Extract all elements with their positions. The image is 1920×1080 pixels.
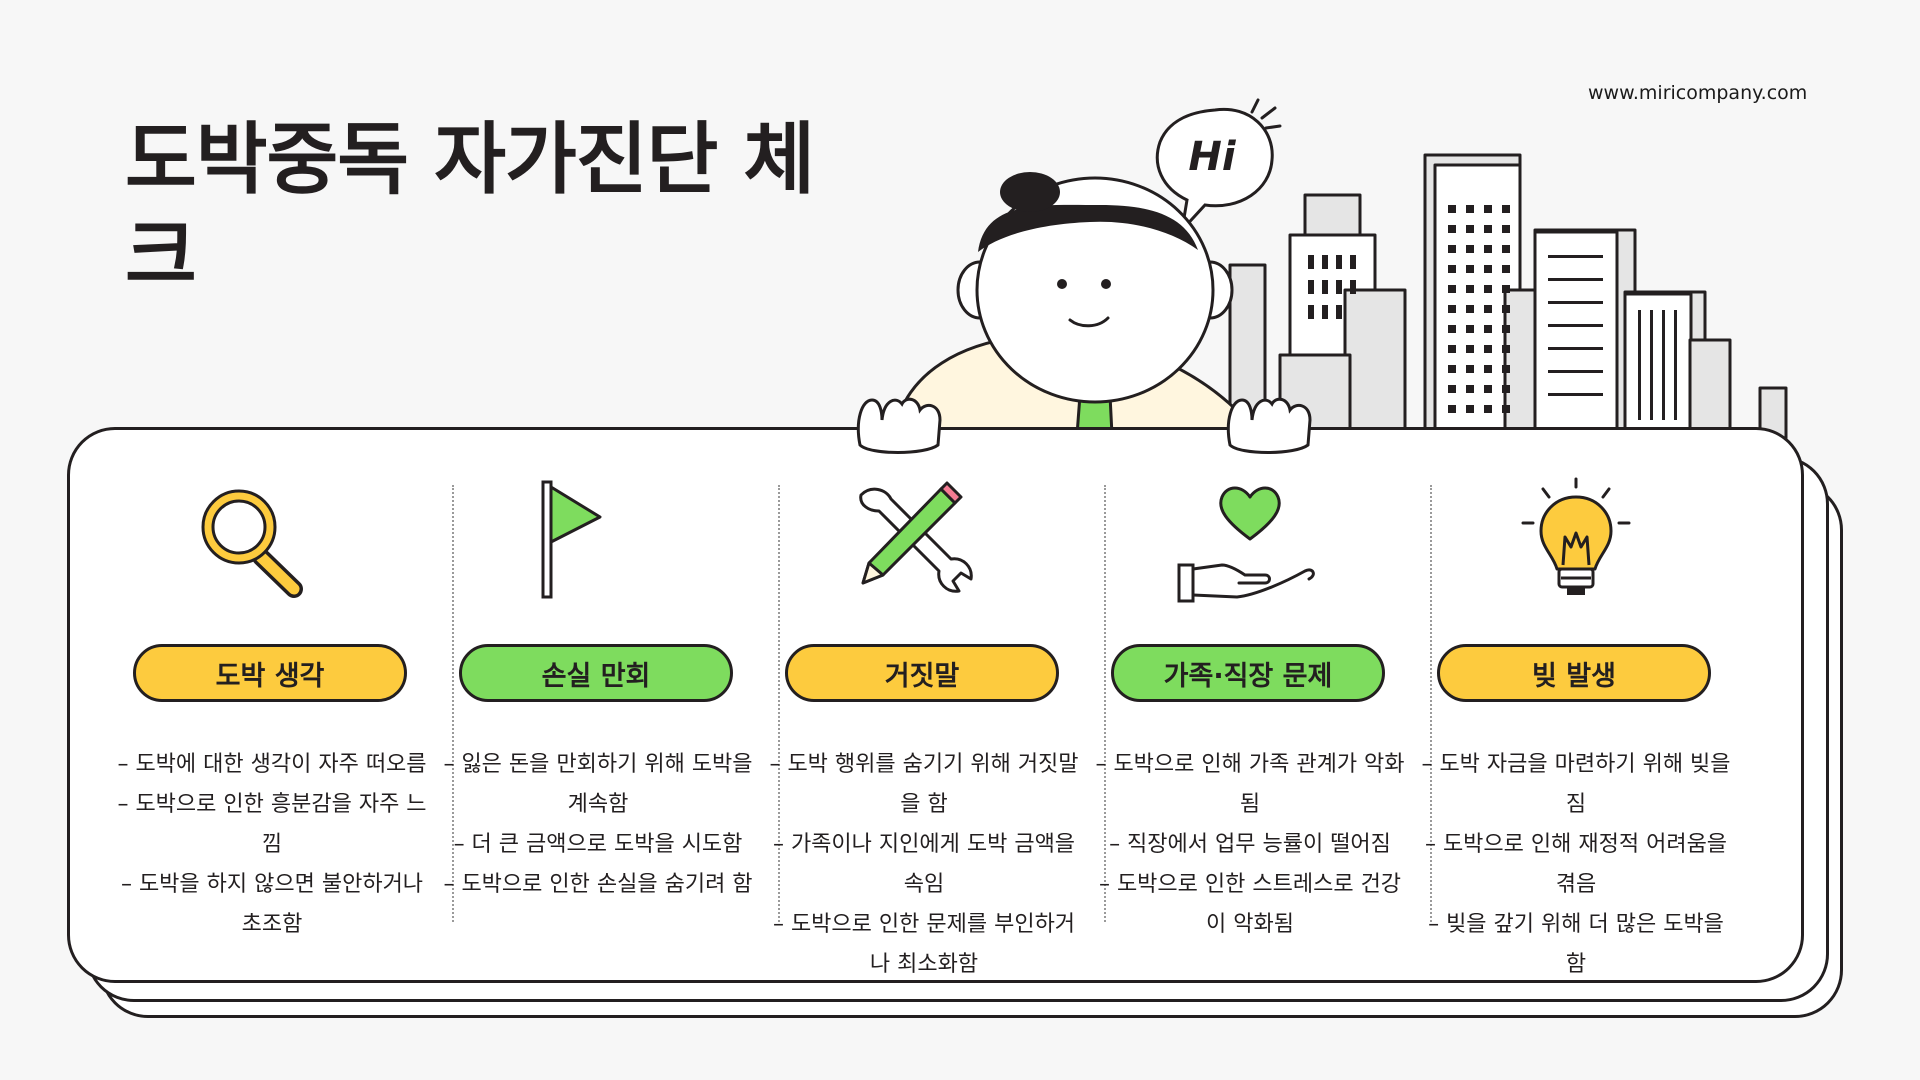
check-item-debt: 빚 발생 – 도박 자금을 마련하기 위해 빚을 짐 – 도박으로 인해 재정적… — [1413, 477, 1739, 997]
website-url[interactable]: www.miricompany.com — [1588, 82, 1808, 104]
item-description-list: – 도박 자금을 마련하기 위해 빚을 짐 – 도박으로 인해 재정적 어려움을… — [1421, 745, 1731, 985]
item-description: – 도박 자금을 마련하기 위해 빚을 짐 — [1421, 752, 1731, 817]
magnifier-icon — [201, 489, 303, 598]
speech-bubble-text: Hi — [1188, 134, 1236, 180]
item-label: 빚 발생 — [1437, 644, 1711, 702]
item-description: – 가족이나 지인에게 도박 금액을 속임 — [772, 832, 1076, 897]
column-divider — [1104, 485, 1106, 922]
checklist-card: 도박 생각 – 도박에 대한 생각이 자주 떠오름 – 도박으로 인한 흥분감을… — [67, 427, 1804, 983]
column-divider — [452, 485, 454, 922]
item-description-list: – 도박 행위를 숨기기 위해 거짓말을 함 – 가족이나 지인에게 도박 금액… — [769, 745, 1079, 985]
item-description: – 도박으로 인해 가족 관계가 악화됨 — [1095, 752, 1405, 817]
item-description: – 도박으로 인한 흥분감을 자주 느낌 — [117, 792, 427, 857]
item-description: – 도박 행위를 숨기기 위해 거짓말을 함 — [769, 752, 1079, 817]
check-item-lying: 거짓말 – 도박 행위를 숨기기 위해 거짓말을 함 – 가족이나 지인에게 도… — [761, 477, 1087, 997]
column-divider — [778, 485, 780, 922]
item-label: 손실 만회 — [459, 644, 733, 702]
page-title: 도박중독 자가진단 체크 — [125, 115, 815, 301]
pencil-wrench-icon — [859, 481, 973, 593]
item-description: – 도박으로 인한 스트레스로 건강이 악화됨 — [1098, 872, 1402, 937]
item-description: – 도박을 하지 않으면 불안하거나 초조함 — [120, 872, 424, 937]
item-description-list: – 도박에 대한 생각이 자주 떠오름 – 도박으로 인한 흥분감을 자주 느낌… — [117, 745, 427, 945]
item-description: – 도박에 대한 생각이 자주 떠오름 — [117, 752, 427, 777]
item-description: – 도박으로 인한 손실을 숨기려 함 — [443, 872, 753, 897]
item-label: 거짓말 — [785, 644, 1059, 702]
heart-hand-icon — [1177, 486, 1315, 603]
column-divider — [1430, 485, 1432, 922]
lightbulb-icon — [1521, 477, 1631, 595]
check-item-gambling-thoughts: 도박 생각 – 도박에 대한 생각이 자주 떠오름 – 도박으로 인한 흥분감을… — [109, 477, 435, 997]
item-description: – 도박으로 인한 문제를 부인하거나 최소화함 — [772, 912, 1076, 977]
item-description: – 더 큰 금액으로 도박을 시도함 — [453, 832, 743, 857]
item-description: – 직장에서 업무 능률이 떨어짐 — [1109, 832, 1391, 857]
item-description: – 도박으로 인해 재정적 어려움을 겪음 — [1424, 832, 1728, 897]
check-item-family-work: 가족·직장 문제 – 도박으로 인해 가족 관계가 악화됨 – 직장에서 업무 … — [1087, 477, 1413, 997]
flag-icon — [541, 480, 602, 599]
item-description: – 빚을 갚기 위해 더 많은 도박을 함 — [1428, 912, 1724, 977]
item-label: 가족·직장 문제 — [1111, 644, 1385, 702]
item-label: 도박 생각 — [133, 644, 407, 702]
check-item-chasing-losses: 손실 만회 – 잃은 돈을 만회하기 위해 도박을 계속함 – 더 큰 금액으로… — [435, 477, 761, 997]
item-description-list: – 도박으로 인해 가족 관계가 악화됨 – 직장에서 업무 능률이 떨어짐 –… — [1095, 745, 1405, 945]
item-description: – 잃은 돈을 만회하기 위해 도박을 계속함 — [443, 752, 753, 817]
item-description-list: – 잃은 돈을 만회하기 위해 도박을 계속함 – 더 큰 금액으로 도박을 시… — [443, 745, 753, 905]
